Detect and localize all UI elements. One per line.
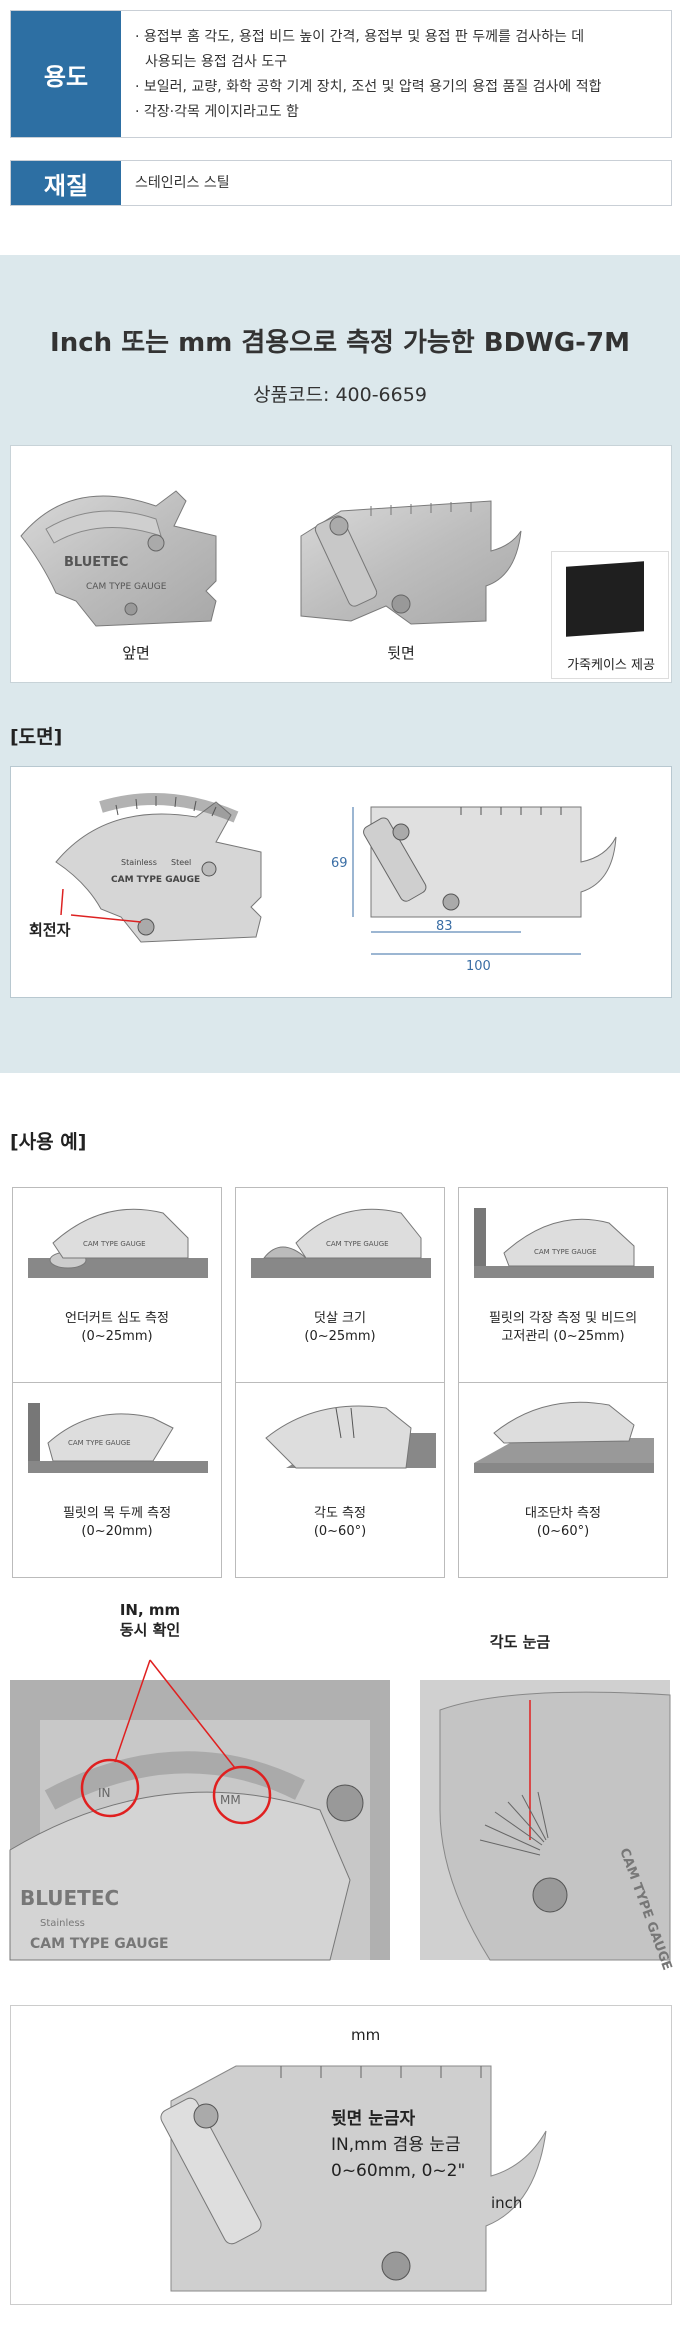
usage-2-cam: CAM TYPE GAUGE: [326, 1240, 389, 1248]
back-scale-text-line2: IN,mm 겸용 눈금: [331, 2135, 461, 2155]
front-gauge-cam-text: CAM TYPE GAUGE: [86, 582, 167, 592]
spec-use-line: · 각장·각목 게이지라고도 함: [135, 104, 299, 120]
back-scale-panel: mm 뒷면 눈금자 IN,mm 겸용 눈금 0~60mm, 0~2" inch: [10, 2005, 672, 2305]
front-gauge-brand: BLUETEC: [64, 555, 128, 570]
usage-title: [사용 예]: [10, 1131, 87, 1153]
drawing-steel: Steel: [171, 858, 191, 867]
closeup-cam-text: CAM TYPE GAUGE: [30, 1936, 169, 1952]
usage-3-image: CAM TYPE GAUGE: [474, 1208, 654, 1278]
usage-3-cam: CAM TYPE GAUGE: [534, 1248, 597, 1256]
usage-2-caption: 덧살 크기 (0~25mm): [236, 1310, 444, 1346]
spec-material-value: 스테인리스 스틸: [121, 161, 671, 205]
drawing-panel: Stainless Steel CAM TYPE GAUGE 회전자 69 83…: [10, 766, 672, 998]
back-caption: 뒷면: [387, 644, 415, 662]
spec-row-material: 재질 스테인리스 스틸: [10, 160, 672, 206]
usage-6-image: [474, 1401, 654, 1473]
usage-2-line2: (0~25mm): [304, 1329, 376, 1344]
usage-item-3: CAM TYPE GAUGE 필릿의 각장 측정 및 비드의 고저관리 (0~2…: [458, 1187, 668, 1383]
rotator-label: 회전자: [29, 921, 71, 939]
product-code: 상품코드: 400-6659: [253, 384, 427, 406]
angle-scale-annotation: 각도 눈금: [489, 1633, 551, 1651]
in-mm-closeup-image: IN MM BLUETEC Stainless CAM TYPE GAUGE: [9, 1659, 390, 1961]
dim-inner: 83: [436, 919, 453, 934]
usage-4-image: CAM TYPE GAUGE: [28, 1403, 208, 1473]
dim-height: 69: [331, 856, 348, 871]
drawing-back-gauge: 69 83 100: [331, 806, 617, 974]
front-gauge-image: BLUETEC CAM TYPE GAUGE: [20, 490, 217, 627]
back-scale-text-title: 뒷면 눈금자: [331, 2109, 416, 2129]
spec-use-label: 용도: [11, 11, 121, 137]
usage-4-cam: CAM TYPE GAUGE: [68, 1439, 131, 1447]
back-scale-inch-label: inch: [491, 2194, 523, 2212]
leather-case-box: [551, 551, 669, 679]
drawing-title: [도면]: [10, 726, 63, 748]
closeup-brand: BLUETEC: [20, 1886, 119, 1910]
spec-row-use: 용도 · 용접부 홈 각도, 용접 비드 높이 간격, 용접부 및 용접 판 두…: [10, 10, 672, 138]
spec-use-line: · 보일러, 교량, 화학 공학 기계 장치, 조선 및 압력 용기의 용접 품…: [135, 79, 602, 95]
in-mm-line1: IN, mm: [119, 1601, 181, 1619]
drawing-front-gauge: Stainless Steel CAM TYPE GAUGE: [55, 793, 262, 943]
spec-use-line: · 용접부 홈 각도, 용접 비드 높이 간격, 용접부 및 용접 판 두께를 …: [135, 29, 585, 45]
usage-item-4: CAM TYPE GAUGE 필릿의 목 두께 측정 (0~20mm): [12, 1382, 222, 1578]
dim-outer: 100: [466, 959, 491, 974]
back-scale-image: [160, 2065, 547, 2292]
usage-6-caption: 대조단차 측정 (0~60°): [459, 1505, 667, 1541]
usage-3-line1: 필릿의 각장 측정 및 비드의: [488, 1311, 638, 1326]
usage-1-image: CAM TYPE GAUGE: [28, 1208, 208, 1278]
spec-material-label: 재질: [11, 161, 121, 205]
in-mm-line2: 동시 확인: [119, 1621, 181, 1639]
product-headline: Inch 또는 mm 겸용으로 측정 가능한 BDWG-7M: [50, 328, 630, 358]
usage-2-image: CAM TYPE GAUGE: [251, 1208, 431, 1278]
usage-1-caption: 언더커트 심도 측정 (0~25mm): [13, 1310, 221, 1346]
closeup-in-mark: IN: [98, 1786, 111, 1800]
usage-1-line2: (0~25mm): [81, 1329, 153, 1344]
closeup-mm-mark: MM: [220, 1793, 241, 1807]
usage-6-line2: (0~60°): [536, 1524, 590, 1539]
back-scale-text-line3: 0~60mm, 0~2": [331, 2161, 466, 2181]
closeup-stainless: Stainless: [40, 1918, 85, 1929]
usage-item-2: CAM TYPE GAUGE 덧살 크기 (0~25mm): [235, 1187, 445, 1383]
usage-5-image: [265, 1405, 436, 1469]
back-scale-text: 뒷면 눈금자 IN,mm 겸용 눈금 0~60mm, 0~2": [331, 2106, 465, 2184]
back-scale-mm-label: mm: [351, 2026, 381, 2044]
usage-1-line1: 언더커트 심도 측정: [65, 1311, 169, 1326]
usage-5-line1: 각도 측정: [314, 1506, 366, 1521]
usage-4-line1: 필릿의 목 두께 측정: [62, 1506, 172, 1521]
usage-item-5: 각도 측정 (0~60°): [235, 1382, 445, 1578]
usage-item-1: CAM TYPE GAUGE 언더커트 심도 측정 (0~25mm): [12, 1187, 222, 1383]
in-mm-annotation: IN, mm 동시 확인: [95, 1600, 205, 1640]
usage-3-caption: 필릿의 각장 측정 및 비드의 고저관리 (0~25mm): [459, 1310, 667, 1346]
angle-scale-closeup-image: CAM TYPE GAUGE: [420, 1680, 674, 1972]
product-views-panel: BLUETEC CAM TYPE GAUGE 앞면 뒷면 가죽케이스 제공: [10, 445, 672, 683]
spec-use-line: 사용되는 용접 검사 도구: [145, 54, 288, 70]
rotator-pointer: [60, 888, 142, 923]
front-caption: 앞면: [122, 644, 150, 662]
usage-4-caption: 필릿의 목 두께 측정 (0~20mm): [13, 1505, 221, 1541]
leather-case-caption: 가죽케이스 제공: [567, 658, 655, 673]
spec-use-value: · 용접부 홈 각도, 용접 비드 높이 간격, 용접부 및 용접 판 두께를 …: [121, 11, 671, 137]
usage-1-cam: CAM TYPE GAUGE: [83, 1240, 146, 1248]
usage-4-line2: (0~20mm): [81, 1524, 153, 1539]
usage-6-line1: 대조단차 측정: [525, 1506, 601, 1521]
usage-2-line1: 덧살 크기: [314, 1311, 366, 1326]
drawing-cam-text: CAM TYPE GAUGE: [111, 875, 200, 885]
usage-5-line2: (0~60°): [313, 1524, 367, 1539]
usage-5-caption: 각도 측정 (0~60°): [236, 1505, 444, 1541]
usage-3-line2: 고저관리 (0~25mm): [501, 1329, 625, 1344]
back-gauge-image: [300, 500, 522, 625]
drawing-stainless: Stainless: [121, 858, 157, 867]
usage-item-6: 대조단차 측정 (0~60°): [458, 1382, 668, 1578]
